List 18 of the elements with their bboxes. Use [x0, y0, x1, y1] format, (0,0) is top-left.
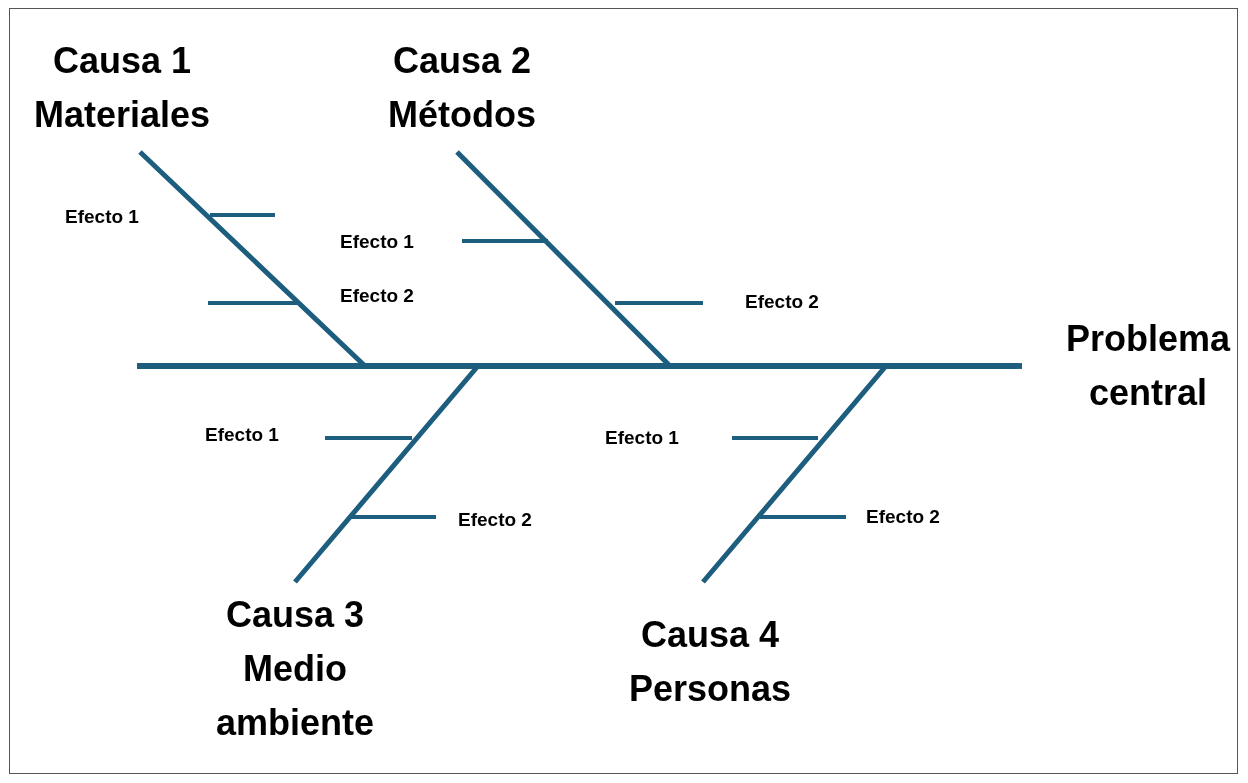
cause-number: Causa 2	[391, 39, 533, 83]
effect-label: Efecto 1	[605, 426, 679, 450]
cause-name: Métodos	[387, 93, 537, 137]
cause-number: Causa 3	[224, 593, 366, 637]
effect-label: Efecto 1	[65, 205, 139, 229]
effect-label: Efecto 1	[205, 423, 279, 447]
effect-label: Efecto 2	[866, 505, 940, 529]
effect-label: Efecto 2	[745, 290, 819, 314]
effect-label: Efecto 1	[340, 230, 414, 254]
cause-bone-line	[701, 363, 1022, 584]
problem-label: Problema central	[1064, 317, 1232, 415]
cause-name: Medio ambiente	[214, 647, 375, 745]
cause-name: Materiales	[32, 93, 212, 137]
effect-label: Efecto 2	[458, 508, 532, 532]
cause-number: Causa 1	[51, 39, 193, 83]
cause-number: Causa 4	[639, 613, 781, 657]
effect-label: Efecto 2	[340, 284, 414, 308]
cause-name: Personas	[627, 667, 793, 711]
